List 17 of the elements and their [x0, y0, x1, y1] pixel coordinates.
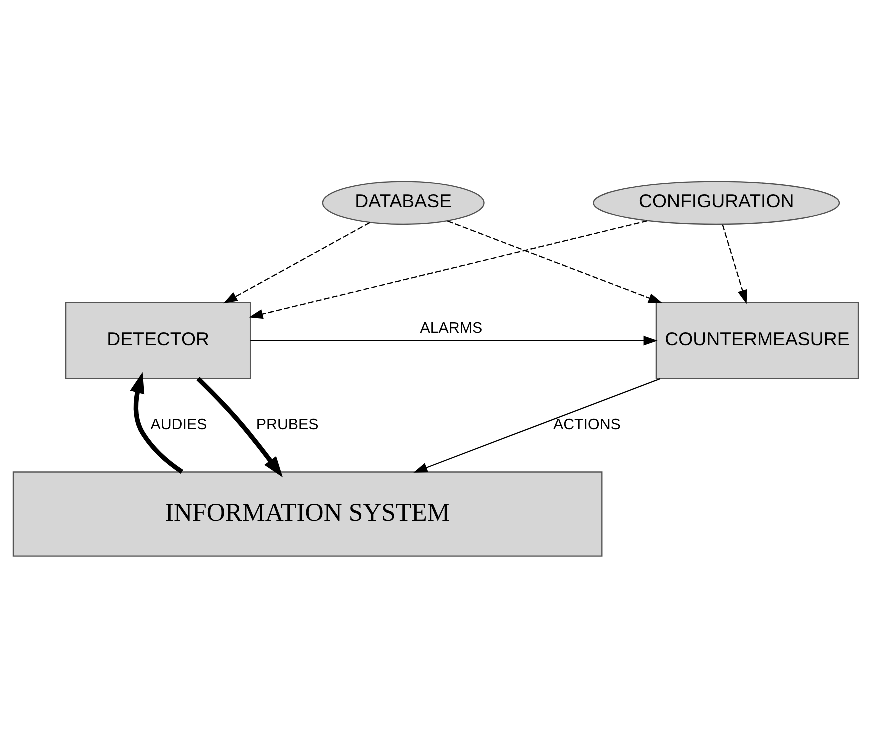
- arrow: [130, 372, 184, 474]
- edge-label: ACTIONS: [553, 416, 621, 434]
- arrow: [447, 220, 663, 304]
- node-ellipse: CONFIGURATION: [593, 181, 840, 226]
- edge-label: ALARMS: [420, 320, 483, 338]
- edge-label: AUDIES: [150, 416, 208, 434]
- node-box: INFORMATION SYSTEM: [12, 472, 603, 557]
- node-ellipse: DATABASE: [322, 181, 485, 226]
- arrow: [414, 378, 661, 473]
- arrow: [224, 222, 370, 304]
- arrow: [722, 224, 748, 304]
- node-box: DETECTOR: [65, 302, 252, 380]
- edge-label: PRUBES: [256, 416, 319, 434]
- arrow: [196, 377, 284, 478]
- arrow: [249, 220, 648, 320]
- arrow: [250, 336, 658, 346]
- node-box: COUNTERMEASURE: [656, 302, 860, 380]
